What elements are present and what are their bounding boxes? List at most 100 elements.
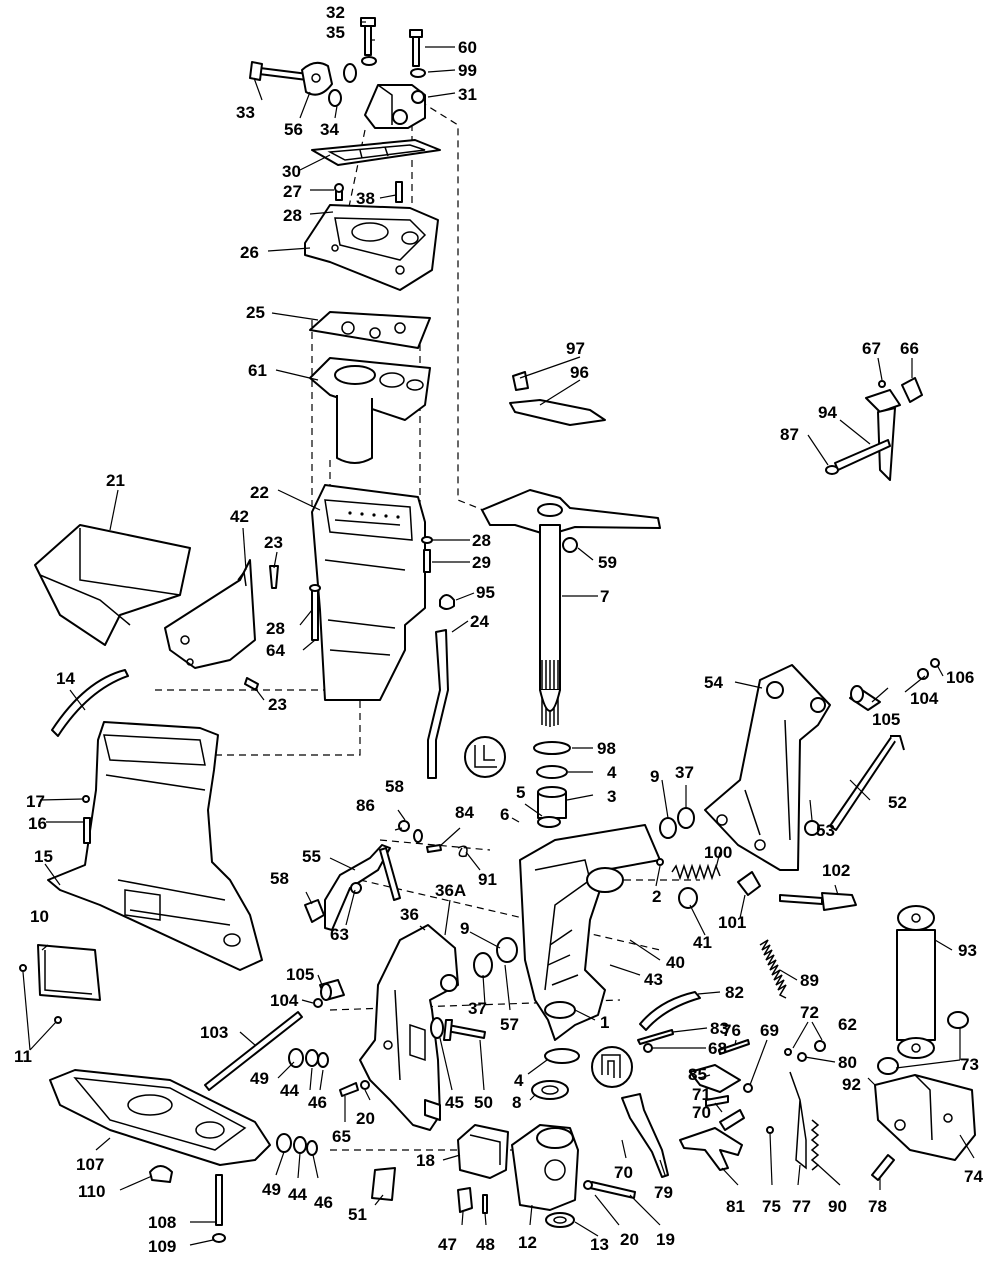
callout-22: 22 bbox=[250, 483, 269, 502]
washers-49-44-46-upper bbox=[288, 1048, 370, 1097]
callout-61: 61 bbox=[248, 361, 267, 380]
clamp-bracket-36 bbox=[359, 924, 459, 1131]
callout-109: 109 bbox=[148, 1237, 176, 1256]
callout-43: 43 bbox=[644, 970, 663, 989]
callout-50: 50 bbox=[474, 1093, 493, 1112]
arm-79-81 bbox=[621, 1093, 745, 1178]
callout-38: 38 bbox=[356, 189, 375, 208]
spring-77-90-pin-72-80-62 bbox=[766, 1040, 826, 1171]
tilt-tube-103-bolt-50-45 bbox=[204, 1011, 486, 1091]
callout-97: 97 bbox=[566, 339, 585, 358]
callout-13: 13 bbox=[590, 1235, 609, 1254]
callout-14: 14 bbox=[56, 669, 75, 688]
callout-96: 96 bbox=[570, 363, 589, 382]
callout-30: 30 bbox=[282, 162, 301, 181]
callout-95: 95 bbox=[476, 583, 495, 602]
callout-31: 31 bbox=[458, 85, 477, 104]
callout-23: 23 bbox=[264, 533, 283, 552]
callout-40: 40 bbox=[666, 953, 685, 972]
callout-67: 67 bbox=[862, 339, 881, 358]
callout-90: 90 bbox=[828, 1197, 847, 1216]
callout-51: 51 bbox=[348, 1205, 367, 1224]
callout-28: 28 bbox=[266, 619, 285, 638]
callout-60: 60 bbox=[458, 38, 477, 57]
stern-bracket-54 bbox=[704, 664, 831, 871]
callout-56: 56 bbox=[284, 120, 303, 139]
callout-36: 36 bbox=[400, 905, 419, 924]
callout-17: 17 bbox=[26, 792, 45, 811]
callout-75: 75 bbox=[762, 1197, 781, 1216]
bushing-105b-washer-104b bbox=[313, 979, 345, 1008]
callout-18: 18 bbox=[416, 1151, 435, 1170]
exhaust-housing-61 bbox=[309, 357, 431, 464]
callout-26: 26 bbox=[240, 243, 259, 262]
callout-65: 65 bbox=[332, 1127, 351, 1146]
callout-70: 70 bbox=[692, 1103, 711, 1122]
callout-104: 104 bbox=[910, 689, 939, 708]
callout-20: 20 bbox=[620, 1230, 639, 1249]
anode-bracket-51-spring-47-pin-48 bbox=[371, 1167, 488, 1214]
callout-98: 98 bbox=[597, 739, 616, 758]
callout-68: 68 bbox=[708, 1039, 727, 1058]
steering-arm-7 bbox=[481, 489, 661, 727]
lower-motor-cover-42 bbox=[164, 559, 256, 669]
callout-49: 49 bbox=[250, 1069, 269, 1088]
lubricant-symbol-lower bbox=[591, 1046, 633, 1088]
water-tube-24-grommet-95 bbox=[427, 594, 455, 779]
callout-108: 108 bbox=[148, 1213, 176, 1232]
bushings-9-37-41 bbox=[473, 807, 698, 978]
callout-1: 1 bbox=[600, 1013, 609, 1032]
gasket-25 bbox=[309, 311, 431, 349]
callout-23: 23 bbox=[268, 695, 287, 714]
exhaust-housing-22 bbox=[311, 484, 426, 701]
pad-14 bbox=[51, 669, 129, 737]
callout-66: 66 bbox=[900, 339, 919, 358]
callout-93: 93 bbox=[958, 941, 977, 960]
callout-94: 94 bbox=[818, 403, 837, 422]
callout-101: 101 bbox=[718, 913, 746, 932]
callout-34: 34 bbox=[320, 120, 339, 139]
callout-24: 24 bbox=[470, 612, 489, 631]
tilt-lever-94-knob-66 bbox=[825, 377, 923, 481]
thrust-washer-98-bushing-4-3-ring-5 bbox=[533, 741, 571, 828]
callout-2: 2 bbox=[652, 887, 661, 906]
callout-73: 73 bbox=[960, 1055, 979, 1074]
bushing-4b-seal-8 bbox=[531, 1048, 580, 1100]
swivel-bracket-1 bbox=[519, 824, 661, 1041]
callout-69: 69 bbox=[760, 1021, 779, 1040]
callout-41: 41 bbox=[693, 933, 712, 952]
steering-arm-bolt-assembly bbox=[249, 17, 426, 129]
callout-29: 29 bbox=[472, 553, 491, 572]
callout-87: 87 bbox=[780, 425, 799, 444]
callout-27: 27 bbox=[283, 182, 302, 201]
callout-83: 83 bbox=[710, 1019, 729, 1038]
callout-91: 91 bbox=[478, 870, 497, 889]
callout-106: 106 bbox=[946, 668, 974, 687]
callout-59: 59 bbox=[598, 553, 617, 572]
callout-labels: 32 35 60 99 31 33 56 34 30 27 38 28 26 2… bbox=[14, 3, 983, 1256]
callout-36A: 36A bbox=[435, 881, 466, 900]
callout-78: 78 bbox=[868, 1197, 887, 1216]
small-screws-23-28-29-64 bbox=[244, 536, 433, 691]
callout-99: 99 bbox=[458, 61, 477, 80]
callout-105: 105 bbox=[872, 710, 900, 729]
tilt-lock-parts-101-102-89 bbox=[737, 871, 857, 999]
bracket-96-screw-97 bbox=[509, 371, 606, 426]
callout-20: 20 bbox=[356, 1109, 375, 1128]
lower-motor-cover-21 bbox=[34, 524, 191, 646]
pad-110-screw-108-nut-109 bbox=[149, 1165, 226, 1243]
callout-12: 12 bbox=[518, 1233, 537, 1252]
callout-57: 57 bbox=[500, 1015, 519, 1034]
callout-105: 105 bbox=[286, 965, 314, 984]
cylinder-bracket-74 bbox=[871, 1074, 976, 1181]
callout-7: 7 bbox=[600, 587, 609, 606]
adapter-gasket-30 bbox=[311, 139, 441, 166]
spring-100-pin-2 bbox=[656, 858, 721, 881]
callout-15: 15 bbox=[34, 847, 53, 866]
callout-32: 32 bbox=[326, 3, 345, 22]
leader-lines bbox=[22, 21, 975, 1246]
screws-16-17 bbox=[82, 795, 91, 844]
callout-35: 35 bbox=[326, 23, 345, 42]
